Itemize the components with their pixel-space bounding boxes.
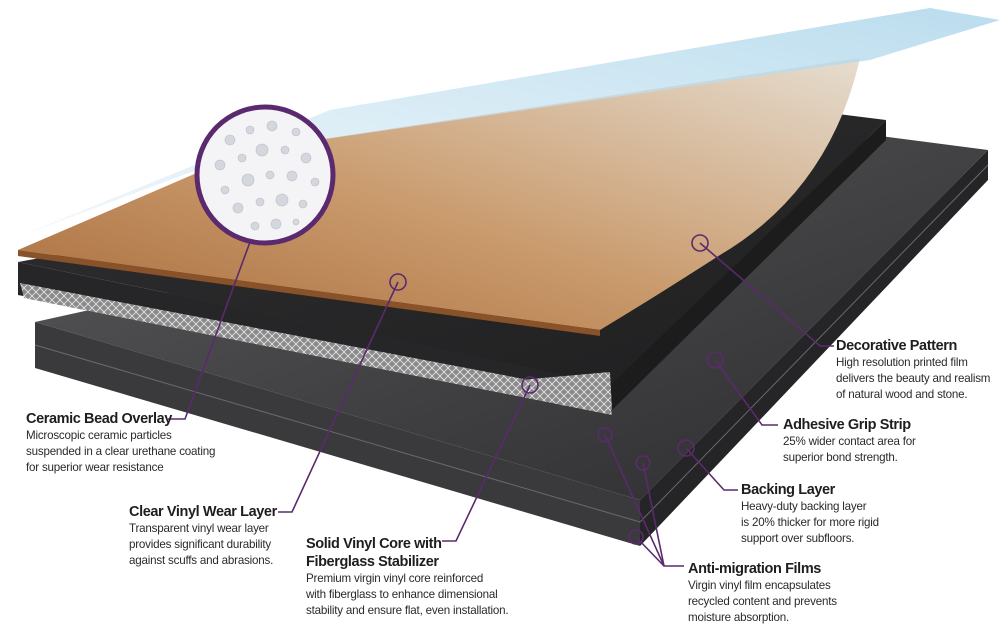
- callout-decorative-pattern: Decorative Pattern High resolution print…: [836, 337, 990, 403]
- callout-text: is 20% thicker for more rigid: [741, 516, 879, 529]
- callout-text: against scuffs and abrasions.: [129, 554, 274, 567]
- callout-text: 25% wider contact area for: [783, 435, 916, 448]
- callout-text: Microscopic ceramic particles: [26, 429, 172, 442]
- callout-ceramic-bead-overlay: Ceramic Bead Overlay Microscopic ceramic…: [26, 410, 215, 476]
- callout-clear-vinyl-wear-layer: Clear Vinyl Wear Layer Transparent vinyl…: [129, 503, 277, 569]
- callout-text: moisture absorption.: [688, 611, 790, 624]
- callout-text: of natural wood and stone.: [836, 388, 968, 401]
- callout-solid-vinyl-core: Solid Vinyl Core with Fiberglass Stabili…: [306, 535, 509, 619]
- callout-title: Adhesive Grip Strip: [783, 417, 911, 433]
- callout-text: Heavy-duty backing layer: [741, 500, 867, 513]
- callout-text: support over subfloors.: [741, 532, 855, 545]
- ceramic-bead-magnifier: [194, 104, 336, 246]
- callout-title: Fiberglass Stabilizer: [306, 554, 439, 570]
- callout-text: Transparent vinyl wear layer: [129, 522, 269, 535]
- callout-backing-layer: Backing Layer Heavy-duty backing layer i…: [741, 481, 879, 547]
- callout-text: Virgin vinyl film encapsulates: [688, 579, 831, 592]
- callout-title: Solid Vinyl Core with: [306, 536, 442, 552]
- decorative-wood-layer: [18, 58, 860, 330]
- callout-text: superior bond strength.: [783, 451, 898, 464]
- callout-text: with fiberglass to enhance dimensional: [306, 588, 498, 601]
- leader-lines: [168, 241, 834, 567]
- callout-title: Backing Layer: [741, 482, 835, 498]
- callout-title: Decorative Pattern: [836, 338, 957, 354]
- fiberglass-stabilizer: [20, 283, 612, 415]
- callout-title: Clear Vinyl Wear Layer: [129, 504, 277, 520]
- callout-text: stability and ensure flat, even installa…: [306, 604, 509, 617]
- callout-text: suspended in a clear urethane coating: [26, 445, 216, 458]
- callout-text: recycled content and prevents: [688, 595, 837, 608]
- callout-text: provides significant durability: [129, 538, 272, 551]
- callout-anti-migration-films: Anti-migration Films Virgin vinyl film e…: [688, 560, 837, 626]
- callout-text: Premium virgin vinyl core reinforced: [306, 572, 484, 585]
- callout-adhesive-grip-strip: Adhesive Grip Strip 25% wider contact ar…: [783, 416, 916, 466]
- callout-text: High resolution printed film: [836, 356, 968, 369]
- callout-text: delivers the beauty and realism: [836, 372, 991, 385]
- callout-title: Ceramic Bead Overlay: [26, 411, 172, 427]
- callout-text: for superior wear resistance: [26, 461, 164, 474]
- callout-markers: [389, 234, 724, 545]
- clear-wear-layer: [20, 8, 1000, 236]
- callout-title: Anti-migration Films: [688, 561, 821, 577]
